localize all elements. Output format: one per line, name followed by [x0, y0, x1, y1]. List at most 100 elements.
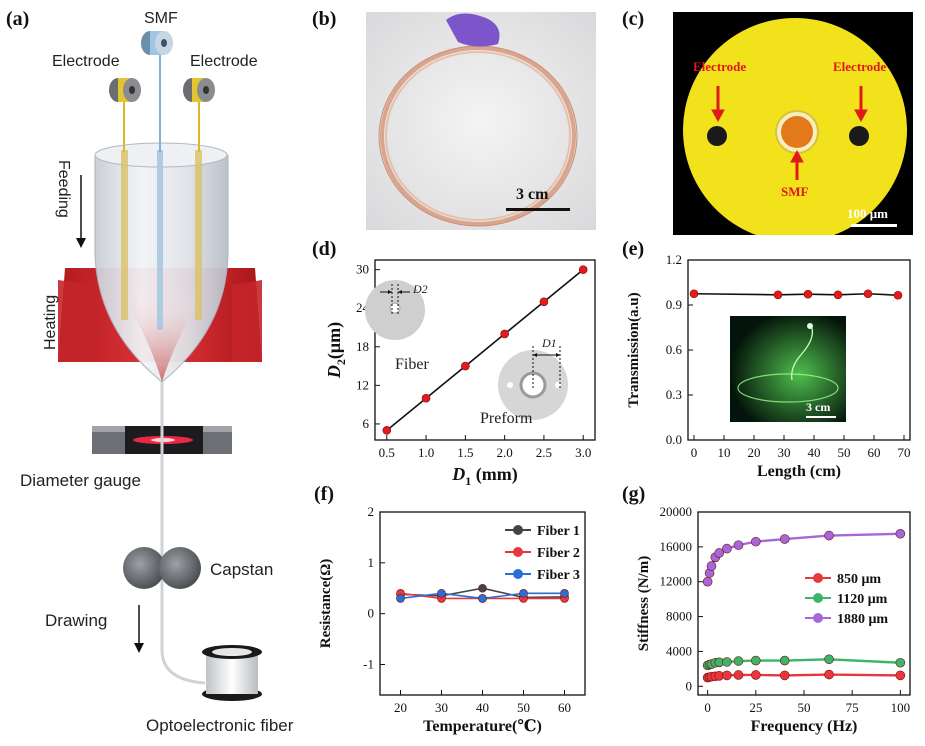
electrode-spool-right-icon: [183, 78, 215, 102]
x-axis-label: Temperature(℃): [423, 718, 542, 735]
data-point: [751, 670, 761, 680]
data-point: [824, 669, 834, 680]
data-point: [689, 289, 699, 299]
y-tick-label: 20000: [660, 504, 693, 519]
data-point: [895, 670, 906, 681]
data-point: [461, 361, 470, 371]
data-point: [751, 536, 761, 547]
x-tick-label: 2.0: [497, 445, 513, 460]
data-point: [539, 297, 549, 307]
data-point: [478, 583, 487, 593]
y-tick-label: 0.0: [666, 432, 682, 447]
data-point: [702, 576, 713, 587]
panel-label-e: (e): [622, 238, 645, 260]
data-point: [779, 655, 790, 666]
electrode-right-label-c: Electrode: [833, 59, 887, 74]
x-tick-label: 60: [558, 700, 571, 715]
takeup-spool-icon: [202, 645, 262, 701]
data-point: [722, 657, 732, 667]
data-point: [722, 543, 732, 554]
data-point: [893, 290, 903, 300]
panel-label-c: (c): [622, 8, 645, 30]
y-tick-label: 12000: [660, 574, 693, 589]
legend-label: 1120 μm: [837, 592, 888, 607]
inset-preform-label: Preform: [480, 410, 533, 427]
x-axis-label: D1 (mm): [451, 464, 517, 488]
data-point: [779, 534, 790, 544]
panel-label-g: (g): [622, 483, 646, 505]
fiber-coil-photo: 3 cm: [366, 12, 596, 230]
y-axis-label: Transmission(a.u): [626, 292, 642, 407]
y-tick-label: 6: [363, 416, 370, 431]
legend-marker: [513, 525, 523, 535]
data-point: [421, 393, 431, 403]
x-tick-label: 20: [748, 445, 761, 460]
x-tick-label: 50: [517, 700, 530, 715]
smf-label: SMF: [144, 10, 178, 27]
data-point: [396, 594, 405, 603]
data-point: [751, 655, 761, 666]
electrode-right-label: Electrode: [190, 53, 258, 70]
data-point: [578, 265, 588, 274]
y-tick-label: 12: [356, 377, 369, 392]
legend-label: 850 μm: [837, 572, 881, 587]
data-point: [706, 561, 717, 571]
panel-label-b: (b): [312, 8, 337, 30]
electrode-left-label-c: Electrode: [693, 59, 747, 74]
x-tick-label: 30: [778, 445, 791, 460]
inset-preform: Preform D1: [480, 330, 578, 435]
series-line: [386, 269, 584, 431]
x-tick-label: 100: [891, 700, 911, 715]
x-tick-label: 60: [868, 445, 881, 460]
y-tick-label: 0.3: [666, 387, 682, 402]
y-tick-label: -1: [363, 657, 374, 672]
scale-bar-b: [506, 208, 570, 211]
x-tick-label: 0: [704, 700, 711, 715]
data-point: [803, 289, 813, 299]
data-point: [895, 528, 906, 539]
data-point: [733, 656, 744, 666]
legend-marker: [513, 569, 523, 579]
inset-scale-label-e: 3 cm: [806, 400, 831, 414]
cross-section-svg: [683, 18, 907, 235]
data-point: [500, 329, 509, 339]
panel-label-f: (f): [314, 483, 334, 505]
data-point: [519, 589, 528, 598]
y-axis-label: D2(μm): [324, 322, 348, 379]
x-axis-label-sub: 1: [465, 474, 471, 488]
inset-d2-label: D2: [413, 282, 428, 296]
x-axis-label-main: D: [451, 464, 465, 484]
panel-label-d: (d): [312, 238, 337, 260]
diameter-gauge-label: Diameter gauge: [20, 471, 141, 490]
y-tick-label: 0: [686, 678, 693, 693]
y-tick-label: 30: [356, 262, 369, 277]
y-tick-label: 0.9: [666, 297, 682, 312]
x-axis-label: Frequency (Hz): [751, 718, 858, 735]
capstan-icon: [123, 547, 201, 589]
panel-label-a: (a): [6, 8, 30, 30]
x-tick-label: 1.0: [418, 445, 434, 460]
inset-fiber-label: Fiber: [395, 356, 429, 373]
x-tick-label: 0: [691, 445, 698, 460]
data-point: [382, 426, 392, 435]
x-tick-label: 40: [476, 700, 489, 715]
scale-bar-c: [851, 224, 897, 227]
y-tick-label: 16000: [660, 539, 693, 554]
series-line: [693, 292, 899, 297]
legend-marker: [513, 547, 523, 557]
legend-marker: [813, 613, 823, 623]
capstan-label: Capstan: [210, 560, 274, 579]
data-point: [722, 670, 732, 681]
y-axis-label: Resistance(Ω): [318, 559, 334, 649]
axes-frame: [379, 511, 586, 696]
x-tick-label: 0.5: [379, 445, 395, 460]
y-tick-label: 0: [368, 606, 375, 621]
x-tick-label: 3.0: [575, 445, 591, 460]
electrode-hole-left: [707, 126, 727, 146]
data-point: [895, 657, 906, 668]
axes-frame: [374, 259, 596, 441]
y-axis-label: Stiffness (N/m): [636, 556, 652, 651]
y-tick-label: 4000: [666, 643, 692, 658]
fiber-drawing-schematic: SMF Electrode Electrode Feeding Heating …: [0, 0, 310, 741]
